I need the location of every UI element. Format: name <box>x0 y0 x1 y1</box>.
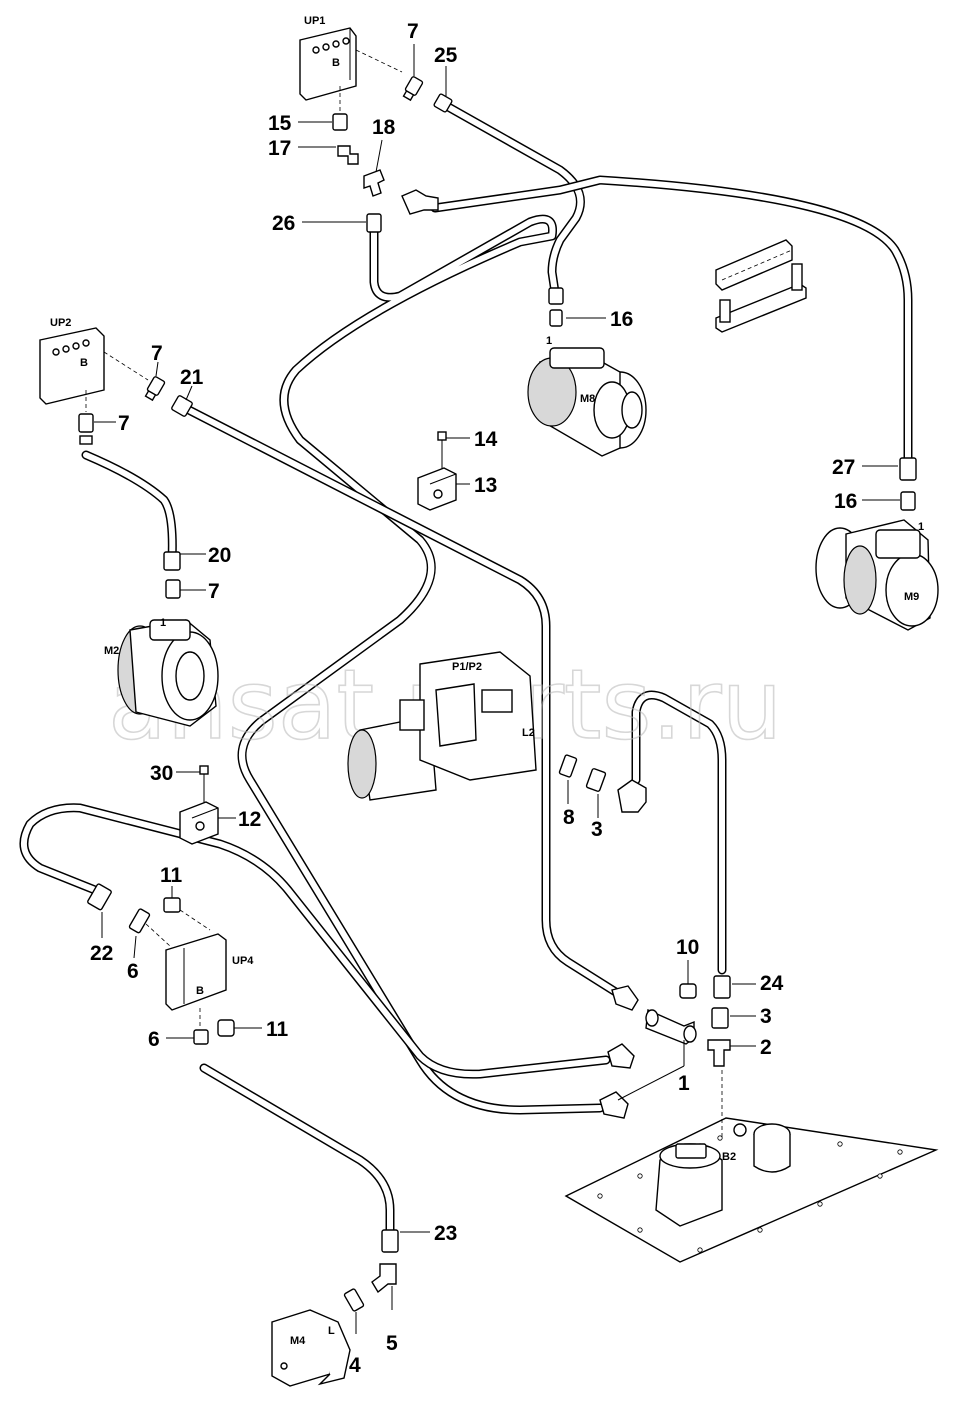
label-m8: M8 <box>580 393 595 405</box>
label-m9: M9 <box>904 591 919 603</box>
callout-6: 6 <box>148 1028 160 1051</box>
label-up1: UP1 <box>304 15 325 27</box>
label-p1p2: P1/P2 <box>452 661 482 673</box>
callout-15: 15 <box>268 112 292 135</box>
fittings <box>78 76 917 1312</box>
label-up4-b: B <box>196 985 204 997</box>
label-l2: L2 <box>522 727 535 739</box>
hose-23 <box>199 1063 395 1241</box>
callout-30: 30 <box>150 762 173 785</box>
label-up2: UP2 <box>50 317 71 329</box>
callout-5: 5 <box>386 1332 398 1355</box>
motor-m2: M2 1 <box>104 617 219 727</box>
callout-20: 20 <box>208 544 231 567</box>
motor-m8: M8 1 <box>527 335 647 457</box>
label-m4: M4 <box>290 1335 306 1347</box>
callout-1: 1 <box>678 1072 690 1095</box>
callout-7: 7 <box>407 20 419 43</box>
hose-20 <box>81 450 177 565</box>
clamp-12 <box>179 801 219 845</box>
callout-7: 7 <box>151 342 163 365</box>
callout-17: 17 <box>268 137 291 160</box>
callout-14: 14 <box>474 428 498 451</box>
hose-26 <box>237 214 605 1115</box>
callout-6: 6 <box>127 960 139 983</box>
callout-10: 10 <box>676 936 699 959</box>
hoses <box>19 99 913 1241</box>
label-m9-port: 1 <box>918 521 924 533</box>
motor-m9: M9 1 <box>815 519 939 631</box>
callout-16: 16 <box>834 490 857 513</box>
valve-block-up1: UP1 B <box>299 15 403 112</box>
valve-block-up2: UP2 B <box>39 317 149 412</box>
clamp-13 <box>417 467 457 511</box>
callout-13: 13 <box>474 474 497 497</box>
callout-16: 16 <box>610 308 633 331</box>
hose-21 <box>180 403 627 1001</box>
label-up2-b: B <box>80 357 88 369</box>
motor-m4: M4 L <box>271 1309 351 1387</box>
callout-2: 2 <box>760 1036 772 1059</box>
callout-24: 24 <box>760 972 784 995</box>
label-b2: B2 <box>722 1151 736 1163</box>
callout-27: 27 <box>832 456 855 479</box>
callout-23: 23 <box>434 1222 457 1245</box>
callout-numbers: 7 25 15 17 18 26 16 7 21 7 14 13 27 16 2… <box>90 20 857 1377</box>
bracket-parts <box>715 239 807 333</box>
label-m2: M2 <box>104 645 119 657</box>
label-up1-b: B <box>332 57 340 69</box>
callout-8: 8 <box>563 806 575 829</box>
label-m4-port: L <box>328 1325 335 1337</box>
hose-25 <box>438 99 585 297</box>
callout-4: 4 <box>349 1354 361 1377</box>
pump-p1p2: P1/P2 L2 <box>347 651 537 801</box>
hose-24 <box>631 690 727 975</box>
callout-11: 11 <box>160 864 183 887</box>
valve-block-up4: UP4 B <box>145 909 254 1028</box>
callout-18: 18 <box>372 116 396 139</box>
callout-26: 26 <box>272 212 295 235</box>
callout-22: 22 <box>90 942 113 965</box>
callout-7: 7 <box>208 580 220 603</box>
label-m8-port: 1 <box>546 335 552 347</box>
callout-12: 12 <box>238 808 261 831</box>
callout-25: 25 <box>434 44 458 67</box>
callout-3: 3 <box>760 1005 772 1028</box>
label-m2-port: 1 <box>160 617 166 629</box>
leader-lines <box>94 44 900 1334</box>
hose-22 <box>19 803 611 1079</box>
callout-21: 21 <box>180 366 204 389</box>
callout-7: 7 <box>118 412 130 435</box>
tank-plate: B2 <box>564 1070 939 1263</box>
manifold-block-1 <box>645 1008 697 1045</box>
callout-11: 11 <box>266 1018 289 1041</box>
callout-3: 3 <box>591 818 603 841</box>
hose-27 <box>430 175 913 467</box>
label-up4: UP4 <box>232 955 254 967</box>
